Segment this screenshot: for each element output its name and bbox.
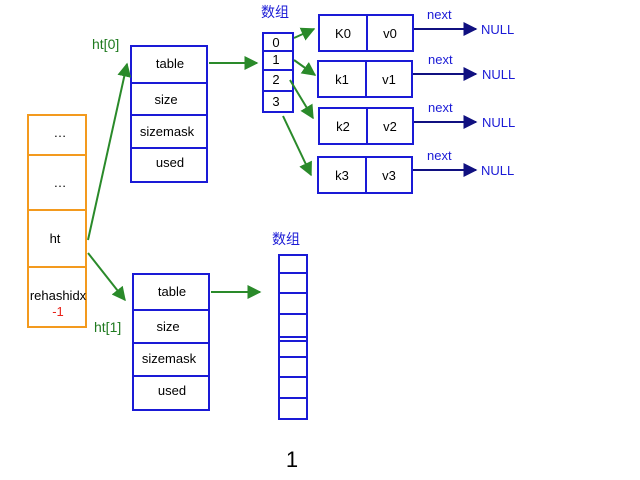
entry-0-value: v0 <box>383 26 397 41</box>
entry-3-value: v3 <box>382 168 396 183</box>
page-number: 1 <box>286 447 298 472</box>
arrow-bucket0-to-entry0 <box>293 27 316 41</box>
array0-index-2: 2 <box>272 72 279 87</box>
ht0-label: ht[0] <box>92 36 119 52</box>
ht0-field-table: table <box>156 56 184 71</box>
entry-2-null: NULL <box>482 115 515 130</box>
dict-cell-ellipsis-2: … <box>54 175 67 190</box>
arrow-bucket1-to-entry1 <box>293 59 317 76</box>
array0-index-0: 0 <box>272 35 279 50</box>
arrow-bucket3-to-entry3 <box>282 115 312 177</box>
ht0-field-size: size <box>154 92 177 107</box>
ht1-field-size: size <box>156 319 179 334</box>
entry-1-value: v1 <box>382 72 396 87</box>
array0-label: 数组 <box>261 5 289 21</box>
ht1-label: ht[1] <box>94 319 121 335</box>
entry-2: k2 v2 <box>318 107 414 145</box>
ht1-field-used: used <box>158 383 186 398</box>
entry-3-next-label: next <box>427 148 452 163</box>
dict-struct: … … ht rehashidx -1 <box>27 114 87 328</box>
entry-0-key: K0 <box>335 26 351 41</box>
ht0-field-sizemask: sizemask <box>140 124 195 139</box>
dict-cell-ellipsis-1: … <box>54 125 67 140</box>
array1 <box>278 254 308 420</box>
ht1-field-sizemask: sizemask <box>142 351 197 366</box>
entry-1: k1 v1 <box>317 60 413 98</box>
entry-2-key: k2 <box>336 119 350 134</box>
entry-0-next-label: next <box>427 7 452 22</box>
ht1-struct: table size sizemask used <box>132 273 210 411</box>
entry-3-null: NULL <box>481 163 514 178</box>
entry-3: k3 v3 <box>317 156 413 194</box>
array0: 0 1 2 3 <box>262 32 294 113</box>
entry-1-next-label: next <box>428 52 453 67</box>
rehashidx-value: -1 <box>52 304 64 319</box>
dict-cell-rehashidx: rehashidx <box>30 288 87 303</box>
entry-2-next-label: next <box>428 100 453 115</box>
array1-label: 数组 <box>272 232 300 248</box>
entry-2-value: v2 <box>383 119 397 134</box>
ht1-field-table: table <box>158 284 186 299</box>
entry-3-key: k3 <box>335 168 349 183</box>
arrow-ht-to-ht0 <box>87 62 132 241</box>
arrow-bucket2-to-entry2 <box>289 79 314 120</box>
ht0-struct: table size sizemask used <box>130 45 208 183</box>
entry-0: K0 v0 <box>318 14 414 52</box>
entry-1-null: NULL <box>482 67 515 82</box>
arrow-ht-to-ht1 <box>87 252 126 302</box>
array0-index-1: 1 <box>272 52 279 67</box>
dict-cell-ht: ht <box>50 231 61 246</box>
ht0-field-used: used <box>156 155 184 170</box>
array0-index-3: 3 <box>272 94 279 109</box>
entry-0-null: NULL <box>481 22 514 37</box>
entry-1-key: k1 <box>335 72 349 87</box>
